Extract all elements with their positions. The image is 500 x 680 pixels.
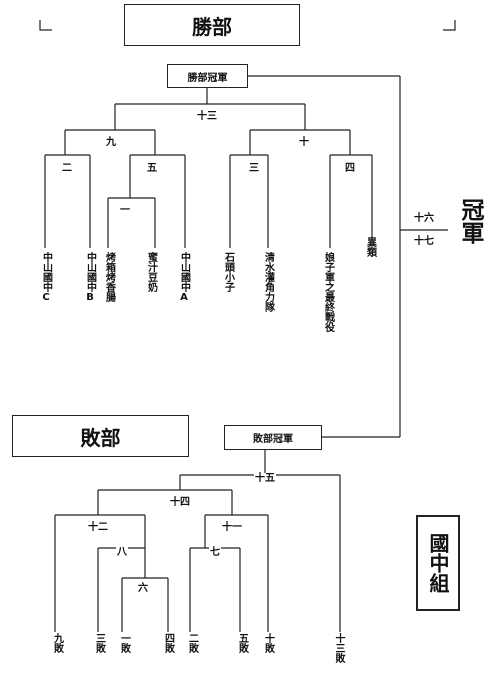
loser-entry: 三敗 — [93, 633, 105, 653]
match-label: 二 — [61, 163, 73, 175]
team-label: 清水灌角力隊 — [262, 252, 274, 312]
match-label: 九 — [105, 137, 117, 149]
division-box: 國中組 — [416, 515, 460, 611]
losers-champion-box: 敗部冠軍 — [224, 425, 322, 450]
winners-title-box: 勝部 — [124, 4, 300, 46]
match-label: 十三 — [196, 111, 218, 123]
loser-entry: 九敗 — [51, 633, 63, 653]
team-label: 中山國中A — [178, 252, 190, 303]
final-match-16: 十六 — [413, 213, 435, 225]
team-label: 蜜汁豆奶 — [145, 252, 157, 292]
match-label: 十二 — [87, 522, 109, 534]
team-label: 中山國中B — [84, 252, 96, 303]
loser-entry: 二敗 — [186, 633, 198, 653]
winners-champion-label: 勝部冠軍 — [187, 72, 228, 84]
crop-mark-left — [39, 20, 52, 31]
division-label: 國中組 — [426, 533, 450, 593]
losers-title: 敗部 — [80, 425, 121, 450]
loser-entry: 十敗 — [262, 633, 274, 653]
match-label: 三 — [248, 163, 260, 175]
match-label: 五 — [146, 163, 158, 175]
loser-entry: 五敗 — [236, 633, 248, 653]
match-label: 六 — [137, 583, 149, 595]
team-label: 異類 — [364, 237, 376, 257]
match-label: 十五 — [254, 473, 276, 485]
loser-entry: 一敗 — [118, 633, 130, 653]
match-label: 八 — [116, 547, 128, 559]
losers-champion-label: 敗部冠軍 — [253, 434, 293, 445]
losers-title-box: 敗部 — [12, 415, 189, 457]
match-label: 四 — [344, 163, 356, 175]
winners-champion-box: 勝部冠軍 — [167, 64, 248, 88]
winners-title: 勝部 — [192, 14, 232, 39]
final-match-17: 十七 — [413, 236, 435, 248]
match-label: 十四 — [169, 497, 191, 509]
match-label: 七 — [209, 547, 221, 559]
match-label: 十一 — [221, 522, 243, 534]
loser-entry: 十三敗 — [333, 633, 344, 663]
team-label: 石頭小子 — [222, 252, 234, 292]
crop-mark-right — [443, 20, 456, 31]
team-label: 中山國中C — [40, 252, 52, 303]
match-label: 十 — [298, 137, 310, 149]
loser-entry: 四敗 — [162, 633, 174, 653]
final-champion-label: 冠軍 — [457, 198, 483, 244]
match-label: 一 — [119, 205, 131, 217]
team-label: 娘子軍之最終戰役 — [322, 252, 334, 332]
team-label: 烤箱烤香腸 — [103, 252, 115, 302]
